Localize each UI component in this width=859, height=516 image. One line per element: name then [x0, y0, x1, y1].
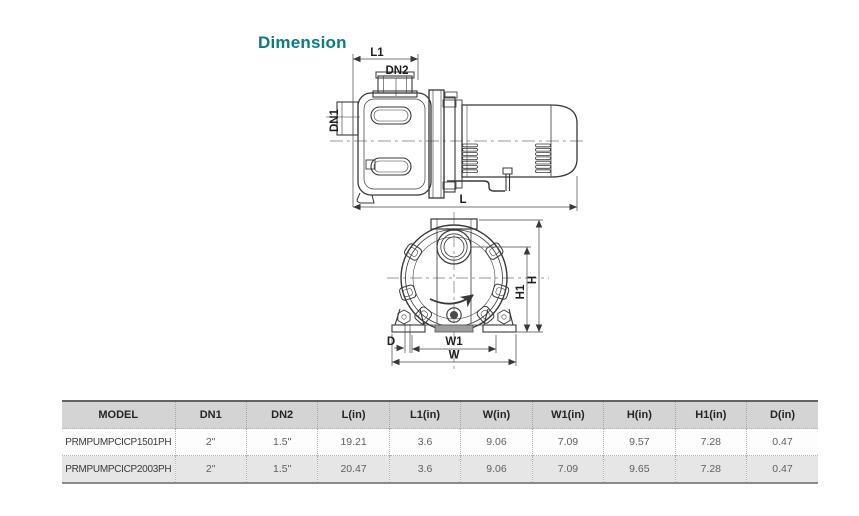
- value-cell: 7.28: [674, 428, 747, 456]
- value-cell: 9.06: [460, 428, 533, 456]
- value-cell: 0.47: [746, 455, 818, 483]
- model-cell: PRMPUMPCICP1501PH: [62, 428, 175, 456]
- column-header: W(in): [460, 401, 533, 429]
- column-header: H1(in): [674, 401, 747, 429]
- dim-label-h: H: [527, 276, 539, 284]
- dim-label-dn2: DN2: [385, 65, 408, 77]
- column-header: MODEL: [62, 401, 175, 429]
- dim-label-w: W: [449, 350, 460, 362]
- column-header: DN2: [245, 401, 318, 429]
- column-header: L(in): [317, 401, 390, 429]
- value-cell: 3.6: [388, 455, 461, 483]
- value-cell: 7.09: [531, 455, 604, 483]
- value-cell: 9.65: [603, 455, 676, 483]
- column-header: W1(in): [531, 401, 604, 429]
- value-cell: 19.21: [317, 428, 390, 456]
- value-cell: 0.47: [746, 428, 818, 456]
- value-cell: 7.28: [674, 455, 747, 483]
- value-cell: 2": [174, 455, 247, 483]
- front-view-dimension-lines: [391, 219, 543, 366]
- column-header: D(in): [746, 401, 818, 429]
- dim-label-l1: L1: [370, 47, 384, 59]
- value-cell: 1.5": [245, 428, 318, 456]
- dim-label-dn1: DN1: [329, 108, 341, 132]
- value-cell: 20.47: [317, 455, 390, 483]
- value-cell: 2": [174, 428, 247, 456]
- column-header: DN1: [174, 401, 247, 429]
- value-cell: 9.57: [603, 428, 676, 456]
- value-cell: 3.6: [388, 428, 461, 456]
- column-header: H(in): [603, 401, 676, 429]
- model-cell: PRMPUMPCICP2003PH: [62, 455, 175, 483]
- dim-label-l: L: [459, 194, 466, 206]
- column-header: L1(in): [388, 401, 461, 429]
- value-cell: 1.5": [245, 455, 318, 483]
- pump-side-view-drawing: [326, 71, 586, 204]
- page-title: Dimension: [258, 33, 347, 52]
- dim-label-d: D: [387, 336, 395, 348]
- value-cell: 9.06: [460, 455, 533, 483]
- dim-label-h1: H1: [515, 284, 527, 299]
- pump-front-view-drawing: [387, 212, 549, 373]
- value-cell: 7.09: [531, 428, 604, 456]
- side-view-dimension-lines: [352, 54, 578, 211]
- dim-label-w1: W1: [445, 336, 463, 348]
